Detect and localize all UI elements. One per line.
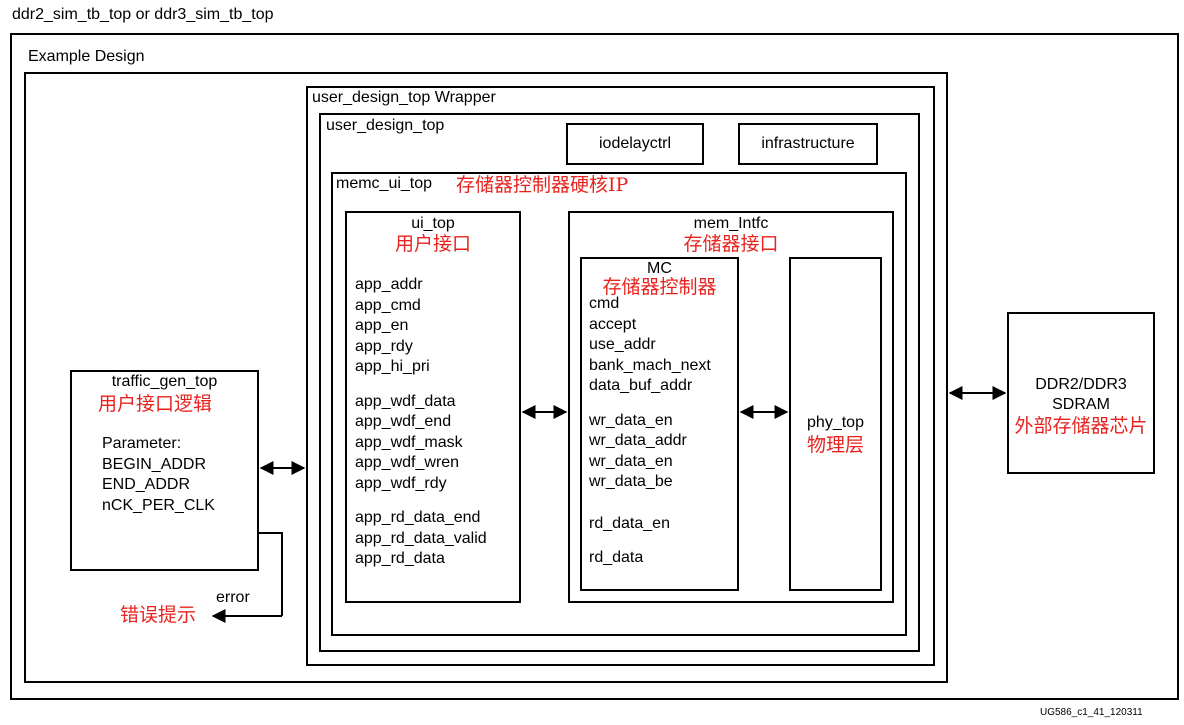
sdram-line2: SDRAM xyxy=(1052,396,1110,413)
signal-rd-data-en: rd_data_en xyxy=(589,515,670,532)
signal-cmd: cmd xyxy=(589,295,620,312)
sdram-line1: DDR2/DDR3 xyxy=(1035,376,1127,393)
signal-app-hi-pri: app_hi_pri xyxy=(355,358,430,375)
signal-app-cmd: app_cmd xyxy=(355,296,421,314)
signal-app-wdf-wren: app_wdf_wren xyxy=(355,454,460,471)
phy-top-label: phy_top xyxy=(807,414,864,431)
infrastructure-box xyxy=(738,123,878,165)
signal-app-addr: app_addr xyxy=(355,276,423,293)
signal-app-wdf-end: app_wdf_end xyxy=(355,413,452,430)
error-line xyxy=(259,532,283,616)
figure-id: UG586_c1_41_120311 xyxy=(1040,707,1143,718)
wrapper-label: user_design_top Wrapper xyxy=(312,89,496,106)
signal-accept: accept xyxy=(589,315,637,333)
user-design-top-label: user_design_top xyxy=(326,117,445,134)
mc-cn-label: 存储器控制器 xyxy=(602,276,717,298)
ui-top-box xyxy=(345,211,521,603)
signal-app-rd-data-end: app_rd_data_end xyxy=(355,509,481,526)
signal-app-wdf-rdy: app_wdf_rdy xyxy=(355,474,447,492)
memc-ui-top-label: memc_ui_top xyxy=(336,175,433,192)
sdram-box xyxy=(1007,312,1155,474)
iodelayctrl-box xyxy=(566,123,704,165)
error-label: error xyxy=(216,589,250,606)
traffic-gen-top-box xyxy=(70,370,259,571)
tb-top-title: ddr2_sim_tb_top or ddr3_sim_tb_top xyxy=(12,6,274,23)
mc-signals: cmd accept use_addr bank_mach_next data_… xyxy=(589,294,711,493)
mem-intfc-label: mem_Intfc xyxy=(693,215,769,232)
phy-top-box xyxy=(789,257,882,591)
signal-app-rd-data-valid: app_rd_data_valid xyxy=(355,529,487,547)
param-header: Parameter: xyxy=(102,435,182,452)
traffic-gen-params: Parameter: BEGIN_ADDR END_ADDR nCK_PER_C… xyxy=(102,434,215,516)
param-nck-per-clk: nCK_PER_CLK xyxy=(102,496,215,514)
sdram-cn-label: 外部存储器芯片 xyxy=(1014,415,1148,437)
signal-bank-mach-next: bank_mach_next xyxy=(589,356,711,374)
signal-rd-data: rd_data xyxy=(589,549,644,566)
error-cn-label: 错误提示 xyxy=(120,604,197,626)
mc-box xyxy=(580,257,739,591)
signal-wr-data-en-2: wr_data_en xyxy=(589,452,673,470)
signal-wr-data-be: wr_data_be xyxy=(589,473,673,490)
mc-label: MC xyxy=(647,260,672,277)
param-begin-addr: BEGIN_ADDR xyxy=(102,455,207,473)
memc-ui-top-cn-label: 存储器控制器硬核IP xyxy=(456,174,629,196)
signal-data-buf-addr: data_buf_addr xyxy=(589,377,693,394)
signal-wr-data-en: wr_data_en xyxy=(589,411,673,429)
iodelayctrl-label: iodelayctrl xyxy=(598,135,672,152)
signal-app-rdy: app_rdy xyxy=(355,337,413,355)
infrastructure-label: infrastructure xyxy=(761,135,855,152)
signal-app-rd-data: app_rd_data xyxy=(355,550,445,567)
signal-use-addr: use_addr xyxy=(589,336,656,353)
param-end-addr: END_ADDR xyxy=(102,476,191,493)
example-design-label: Example Design xyxy=(28,48,145,65)
phy-top-cn-label: 物理层 xyxy=(806,434,864,456)
signal-app-wdf-mask: app_wdf_mask xyxy=(355,433,463,451)
traffic-gen-top-label: traffic_gen_top xyxy=(111,373,218,390)
signal-app-wdf-data: app_wdf_data xyxy=(355,392,456,410)
mem-intfc-cn-label: 存储器接口 xyxy=(683,233,779,255)
traffic-gen-top-cn-label: 用户接口逻辑 xyxy=(98,393,213,415)
ui-top-signals: app_addr app_cmd app_en app_rdy app_hi_p… xyxy=(355,275,487,570)
ui-top-label: ui_top xyxy=(411,215,455,232)
signal-app-en: app_en xyxy=(355,317,409,334)
signal-wr-data-addr: wr_data_addr xyxy=(589,432,687,449)
ui-top-cn-label: 用户接口 xyxy=(394,233,471,255)
